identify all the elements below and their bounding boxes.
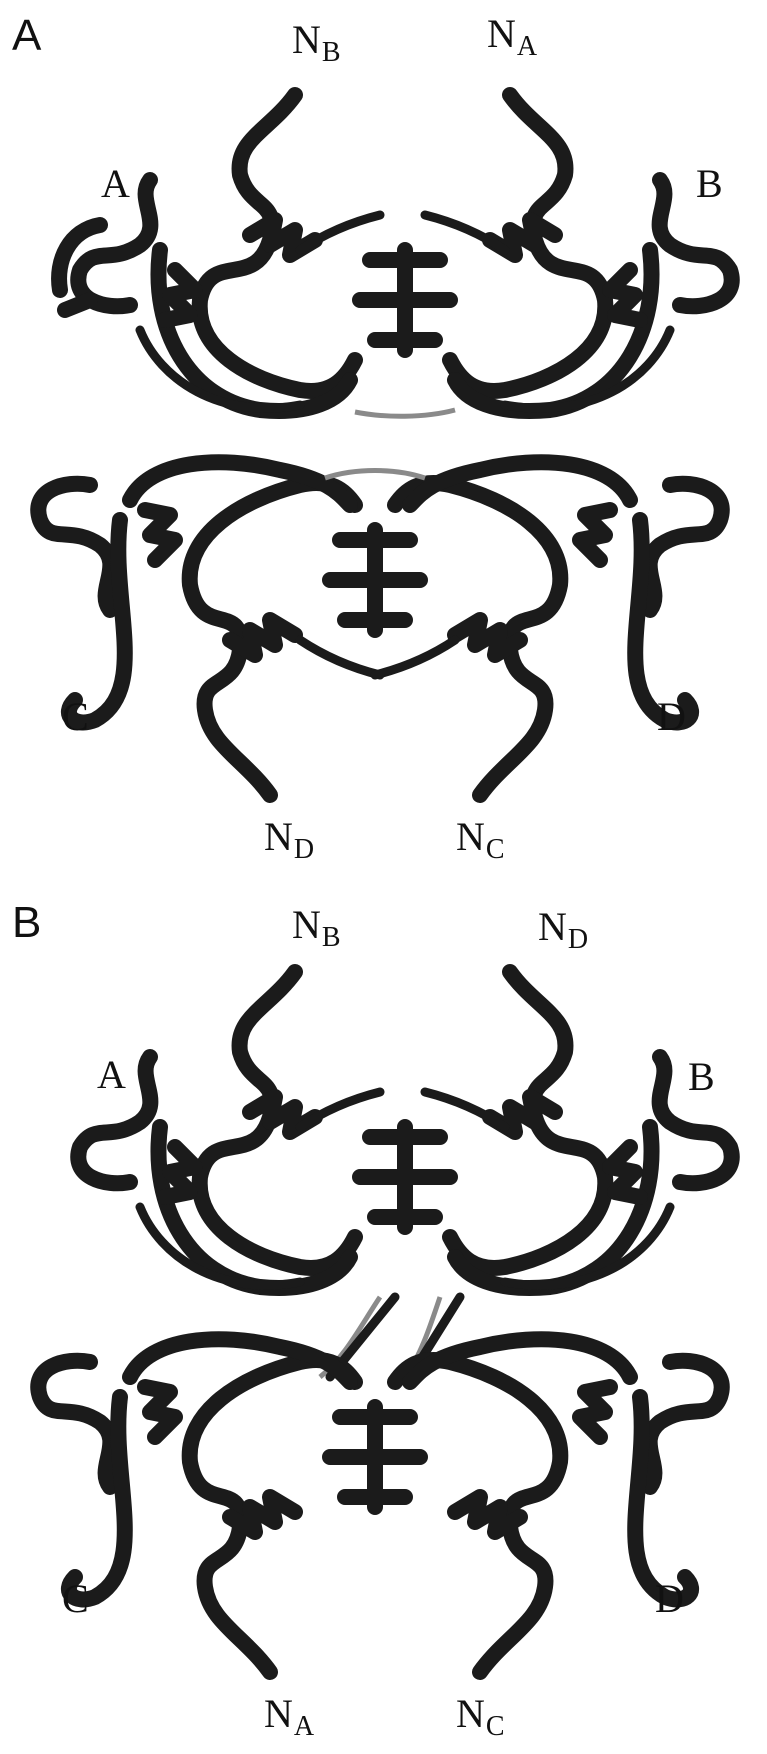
chain-label: B [696,164,723,204]
n-terminus-label: ND [538,907,588,947]
interface [360,250,450,350]
linker [355,410,455,416]
helix [610,270,640,320]
n-terminus-label: NA [487,14,537,54]
upper-dimer [78,972,732,1288]
strand [130,1339,350,1382]
strand [130,462,350,505]
helix [145,1387,175,1437]
panel-a: A [0,0,767,877]
n-terminus-label: NC [456,1694,505,1734]
chain-label: D [657,697,686,737]
helix [145,510,175,560]
interface [330,1407,420,1507]
strand [650,1361,722,1487]
helix [580,510,610,560]
loop [425,215,505,250]
loop [375,640,455,675]
panel-b: B [0,877,767,1754]
strand [410,1339,630,1382]
chain-label: C [62,1579,89,1619]
n-terminus-label: NB [292,20,341,60]
chain-label: A [97,1055,126,1095]
chain-label: B [688,1057,715,1097]
helix [165,1147,195,1197]
chain-label: A [101,164,130,204]
chain-label: D [655,1579,684,1619]
strand [38,1361,110,1487]
helix [165,270,195,320]
lower-dimer [38,462,722,795]
ribbon-structure [0,877,767,1754]
loop [300,1092,380,1127]
n-terminus-label: NA [264,1694,314,1734]
ribbon-structure [0,0,767,877]
strand [38,484,110,610]
loop [300,640,380,675]
n-terminus-label: NB [292,905,341,945]
upper-dimer [59,95,732,416]
lower-dimer [38,1339,722,1672]
chain-label: C [62,697,89,737]
loop [425,1092,505,1127]
interface [330,530,420,630]
strand [410,462,630,505]
loop [300,215,380,250]
helix [580,1387,610,1437]
linker [325,471,425,479]
n-terminus-label: NC [456,817,505,857]
strand [650,484,722,610]
n-terminus-label: ND [264,817,314,857]
interface [360,1127,450,1227]
helix [610,1147,640,1197]
